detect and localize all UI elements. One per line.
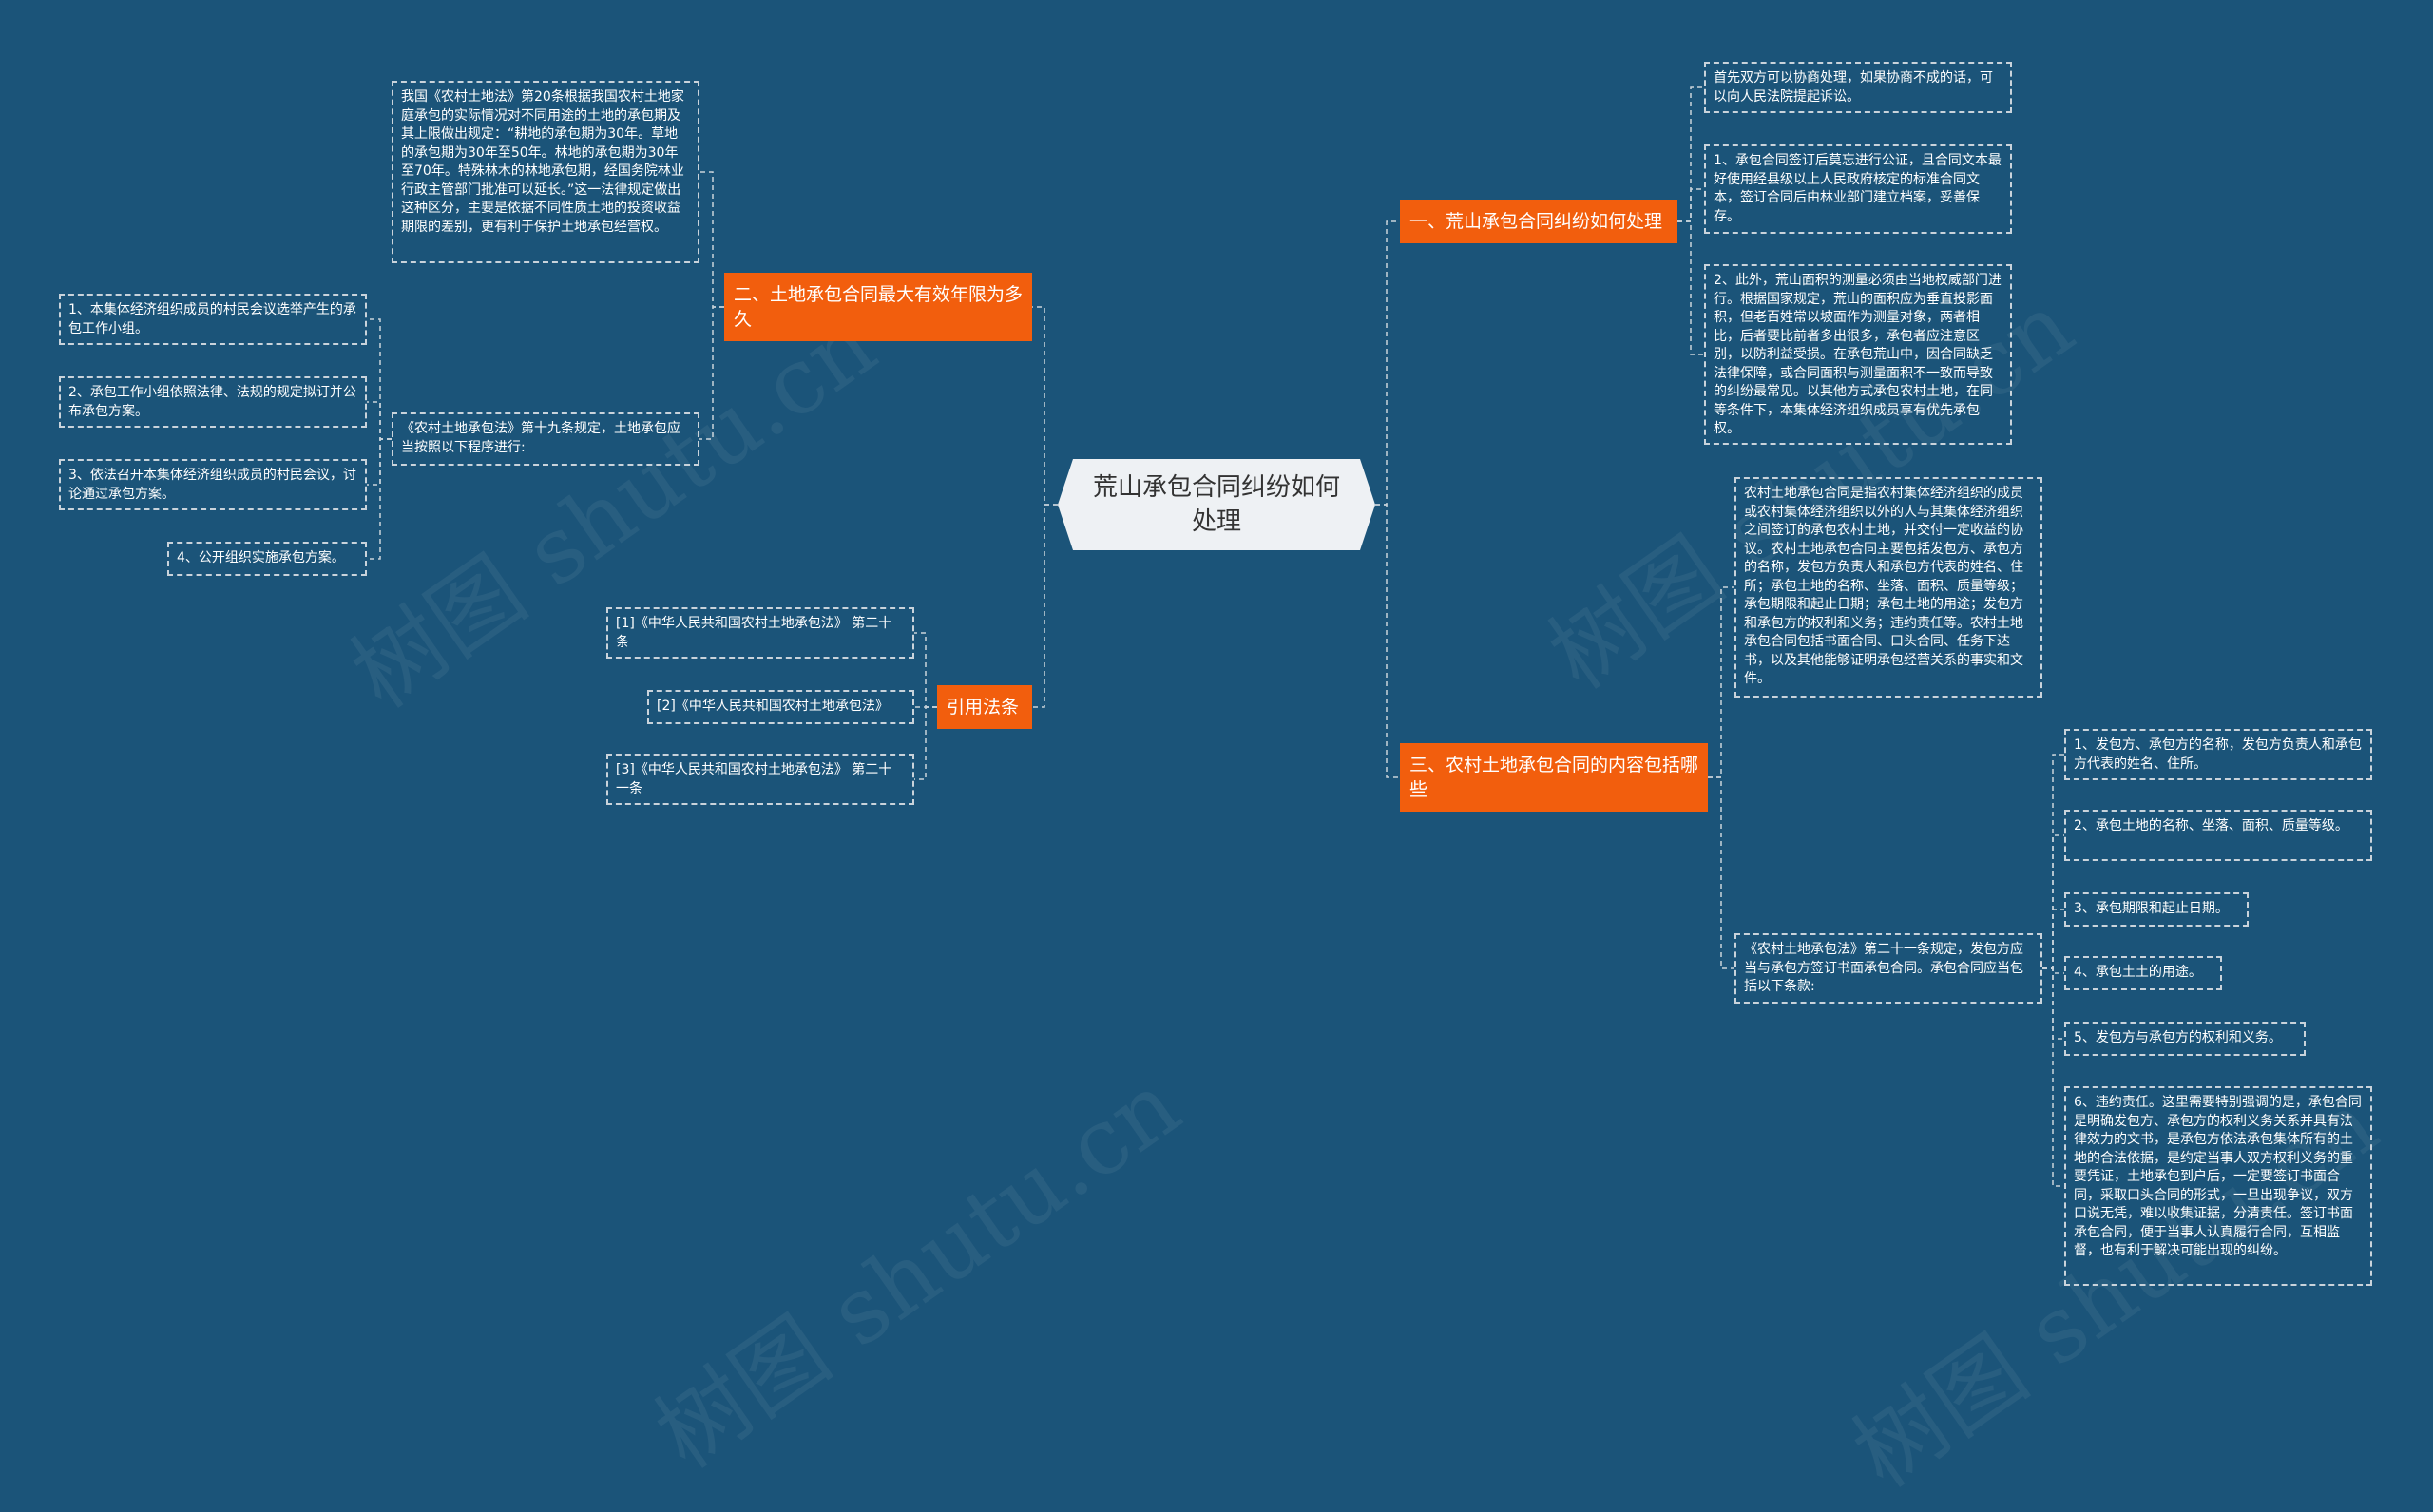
leaf-clause-item: 4、承包土土的用途。 (2064, 956, 2222, 990)
leaf-area-measurement: 2、此外，荒山面积的测量必须由当地权威部门进行。根据国家规定，荒山的面积应为垂直… (1704, 264, 2012, 445)
leaf-art19-procedure: 《农村土地承包法》第十九条规定，土地承包应当按照以下程序进行: (392, 412, 699, 466)
leaf-land-law-art20: 我国《农村土地法》第20条根据我国农村土地家庭承包的实际情况对不同用途的土地的承… (392, 81, 699, 263)
connector-line (914, 632, 937, 708)
leaf-procedure-step: 4、公开组织实施承包方案。 (167, 542, 367, 576)
connector-line (1375, 220, 1400, 506)
connector-line (1677, 86, 1704, 222)
connector-line (367, 318, 392, 440)
connector-line (1677, 220, 1704, 355)
connector-line (1032, 504, 1058, 708)
leaf-clause-item: 2、承包土地的名称、坐落、面积、质量等级。 (2064, 810, 2372, 861)
connector-line (1708, 586, 1734, 778)
leaf-procedure-step: 2、承包工作小组依照法律、法规的规定拟订并公布承包方案。 (59, 376, 367, 428)
connector-line (2042, 834, 2064, 969)
connector-line (914, 706, 937, 780)
leaf-contract-definition: 农村土地承包合同是指农村集体经济组织的成员或农村集体经济组织以外的人与其集体经济… (1734, 477, 2042, 698)
leaf-law-citation[interactable]: [1]《中华人民共和国农村土地承包法》 第二十条 (606, 607, 914, 659)
branch-cited-laws[interactable]: 引用法条 (937, 685, 1032, 729)
branch-max-validity[interactable]: 二、土地承包合同最大有效年限为多久 (724, 273, 1032, 341)
connector-line (2042, 909, 2064, 969)
connector-line (2042, 967, 2064, 1187)
connector-line (699, 171, 724, 308)
leaf-procedure-step: 3、依法召开本集体经济组织成员的村民会议，讨论通过承包方案。 (59, 459, 367, 510)
connector-line (1708, 776, 1734, 969)
connector-line (2042, 754, 2064, 969)
connector-line (1375, 504, 1400, 778)
leaf-law-citation[interactable]: [2]《中华人民共和国农村土地承包法》 (647, 690, 914, 724)
leaf-negotiate-or-sue: 首先双方可以协商处理，如果协商不成的话，可以向人民法院提起诉讼。 (1704, 62, 2012, 113)
root-topic[interactable]: 荒山承包合同纠纷如何处理 (1058, 459, 1375, 550)
leaf-law-citation[interactable]: [3]《中华人民共和国农村土地承包法》 第二十一条 (606, 754, 914, 805)
leaf-clause-item: 3、承包期限和起止日期。 (2064, 892, 2249, 927)
connector-line (367, 401, 392, 440)
leaf-procedure-step: 1、本集体经济组织成员的村民会议选举产生的承包工作小组。 (59, 294, 367, 345)
mindmap-canvas: 树图 shutu.cn 树图 shutu.cn 树图 shutu.cn 树图 s… (59, 62, 2396, 1507)
branch-dispute-handling[interactable]: 一、荒山承包合同纠纷如何处理 (1400, 200, 1677, 243)
leaf-clause-item: 5、发包方与承包方的权利和义务。 (2064, 1022, 2306, 1056)
branch-contract-contents[interactable]: 三、农村土地承包合同的内容包括哪些 (1400, 743, 1708, 812)
connector-lines (367, 86, 2064, 1187)
connector-line (367, 438, 392, 560)
connector-line (699, 306, 724, 440)
leaf-clause-item: 6、违约责任。这里需要特别强调的是，承包合同是明确发包方、承包方的权利义务关系并… (2064, 1086, 2372, 1286)
leaf-art21-clauses: 《农村土地承包法》第二十一条规定，发包方应当与承包方签订书面承包合同。承包合同应… (1734, 933, 2042, 1004)
leaf-notarize-contract: 1、承包合同签订后莫忘进行公证，且合同文本最好使用经县级以上人民政府核定的标准合… (1704, 144, 2012, 234)
connector-line (367, 438, 392, 486)
leaf-clause-item: 1、发包方、承包方的名称，发包方负责人和承包方代表的姓名、住所。 (2064, 729, 2372, 780)
connector-line (1677, 188, 1704, 222)
connector-line (1032, 306, 1058, 506)
